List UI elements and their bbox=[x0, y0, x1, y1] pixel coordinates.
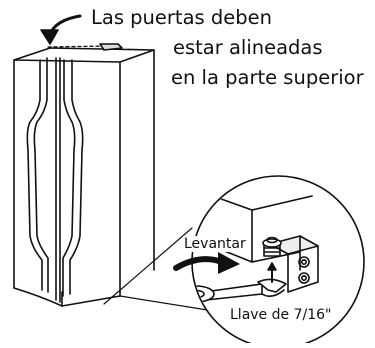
up-arrow-icon bbox=[267, 262, 277, 283]
top-hinge bbox=[99, 43, 123, 51]
caption-line-2: estar alineadas bbox=[173, 36, 323, 59]
lift-label: Levantar bbox=[183, 236, 247, 252]
caption-line-1: Las puertas deben bbox=[91, 6, 272, 29]
refrigerator bbox=[13, 47, 155, 307]
wrench-label: Llave de 7/16" bbox=[230, 307, 332, 323]
rotation-arrow-icon bbox=[173, 252, 240, 274]
caption-line-3: en la parte superior bbox=[171, 66, 364, 89]
curved-arrow-down-icon bbox=[40, 14, 82, 45]
alignment-line bbox=[47, 45, 111, 48]
door-handles bbox=[26, 57, 84, 297]
